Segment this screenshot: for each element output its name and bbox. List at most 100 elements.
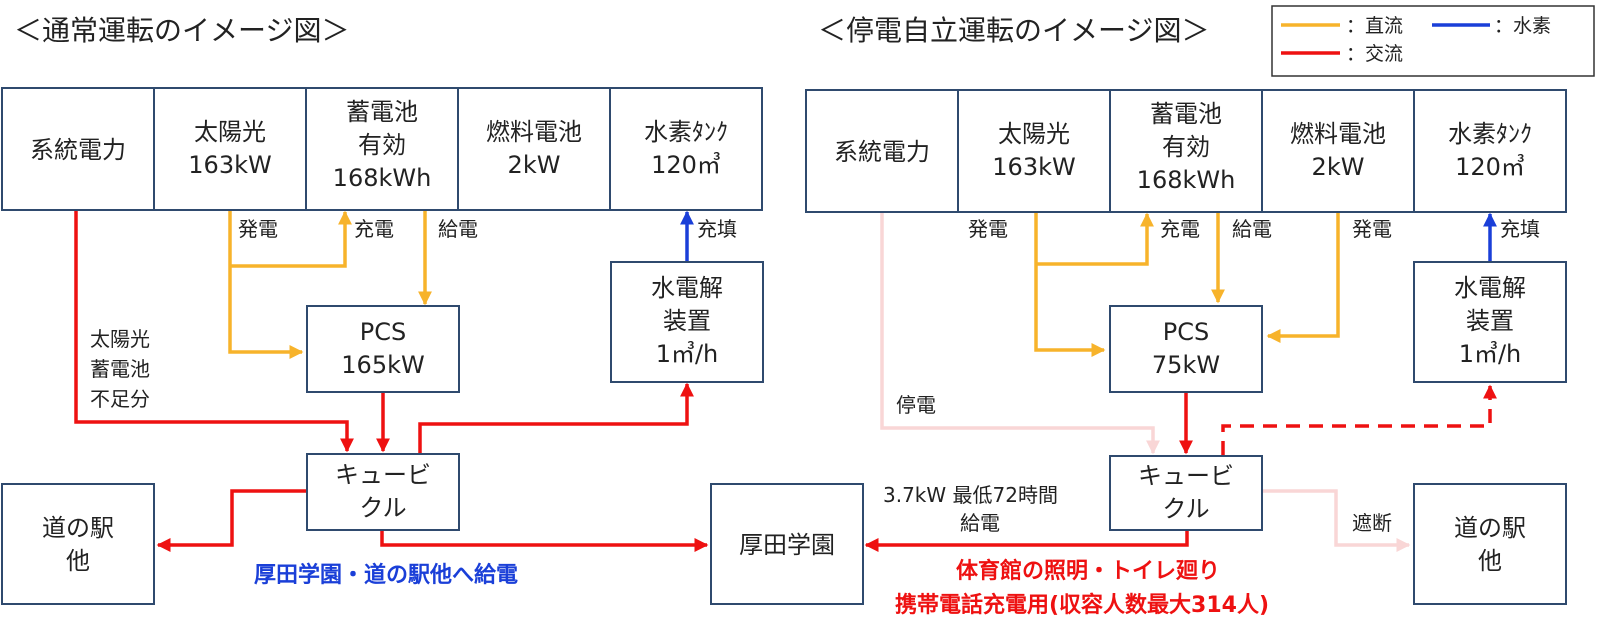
right-supply-label: 給電 <box>1232 217 1272 241</box>
left-solar-name: 太陽光 <box>194 118 266 146</box>
left-h2-tank-box <box>609 87 763 211</box>
left-station-label-1: 道の駅 <box>42 514 114 542</box>
right-station-box <box>1413 483 1567 605</box>
right-fuel-cell-capacity: 2kW <box>1312 153 1365 181</box>
right-battery-capacity: 168kWh <box>1137 166 1236 194</box>
left-battery-capacity: 168kWh <box>333 164 432 192</box>
right-cutoff-label: 遮断 <box>1352 511 1392 535</box>
right-station-cutoff-arrow <box>1263 489 1411 552</box>
left-solar-capacity: 163kW <box>188 151 271 179</box>
left-shortfall-label-2: 蓄電池 <box>90 357 150 381</box>
left-h2-tank-name: 水素ﾀﾝｸ <box>644 118 728 146</box>
legend-hydrogen-label: ：水素 <box>1494 15 1551 37</box>
right-fuel-cell-box <box>1261 89 1415 213</box>
left-charge-label: 充電 <box>354 217 394 241</box>
right-electrolyzer-name-2: 装置 <box>1466 307 1514 335</box>
right-electrolyzer-box <box>1413 261 1567 383</box>
right-station-label-1: 道の駅 <box>1454 514 1526 542</box>
left-station-label-2: 他 <box>66 547 90 575</box>
school-label: 厚田学園 <box>739 531 835 559</box>
left-electrolyzer-capacity: 1㎥/h <box>656 340 719 368</box>
right-generation-label: 発電 <box>968 217 1008 241</box>
left-h2-tank-capacity: 120㎥ <box>651 151 721 179</box>
right-electrolyzer-name-1: 水電解 <box>1454 274 1526 302</box>
right-station-label-2: 他 <box>1478 547 1502 575</box>
legend-frame <box>1271 5 1595 77</box>
right-cubicle-box <box>1109 455 1263 531</box>
right-caption-line-2: 携帯電話充電用(収容人数最大314人) <box>895 592 1269 618</box>
left-shortfall-label-1: 太陽光 <box>90 327 150 351</box>
left-solar-charge-arrow <box>230 210 352 268</box>
right-source-row: 系統電力 太陽光 163kW 蓄電池 有効 168kWh 燃料電池 2kW 水素… <box>805 89 1567 213</box>
left-cubicle-to-station-arrow <box>156 489 308 552</box>
left-cubicle-to-school-arrow <box>380 530 709 552</box>
right-h2-tank-name: 水素ﾀﾝｸ <box>1448 120 1532 148</box>
left-electrolyzer-name-1: 水電解 <box>651 274 723 302</box>
left-generation-label: 発電 <box>238 217 278 241</box>
normal-operation-heading: ＜通常運転のイメージ図＞ <box>14 14 349 47</box>
left-electrolyzer-name-2: 装置 <box>663 307 711 335</box>
left-flows <box>74 210 709 552</box>
right-cubicle-to-electrolyzer-arrow <box>1221 384 1497 455</box>
left-fuel-cell-box <box>457 87 611 211</box>
right-solar-box <box>957 89 1111 213</box>
right-pcs-capacity: 75kW <box>1152 351 1220 379</box>
left-supply-label: 給電 <box>438 217 478 241</box>
right-pcs-box <box>1109 305 1263 393</box>
left-cubicle-label-1: キュービ <box>335 461 431 489</box>
left-grid-box <box>1 87 155 211</box>
left-fuel-cell-capacity: 2kW <box>508 151 561 179</box>
right-h2-tank-box <box>1413 89 1567 213</box>
left-grid-to-cubicle-arrow <box>74 210 354 453</box>
left-fuel-cell-name: 燃料電池 <box>486 118 582 146</box>
left-station-box <box>1 483 155 605</box>
right-solar-to-pcs-arrow <box>1034 212 1106 357</box>
right-pcs-name: PCS <box>1163 318 1209 346</box>
left-battery-effective: 有効 <box>358 131 406 159</box>
left-shortfall-label-3: 不足分 <box>90 387 150 411</box>
left-pcs-box <box>306 305 460 393</box>
left-battery-box <box>305 87 459 211</box>
left-electrolyzer-box <box>610 261 764 383</box>
right-cubicle-to-school-arrow <box>864 530 1189 552</box>
left-cubicle-label-2: クル <box>359 494 406 522</box>
right-flows <box>864 212 1497 552</box>
left-solar-to-pcs-arrow <box>228 210 304 359</box>
left-source-row: 系統電力 太陽光 163kW 蓄電池 有効 168kWh 燃料電池 2kW 水素… <box>1 87 763 211</box>
right-fill-label: 充填 <box>1500 217 1540 241</box>
right-fuel-cell-generation-label: 発電 <box>1352 217 1392 241</box>
right-supply-note-1: 3.7kW 最低72時間 <box>883 483 1058 507</box>
right-solar-capacity: 163kW <box>992 153 1075 181</box>
right-electrolyzer-capacity: 1㎥/h <box>1459 340 1522 368</box>
left-grid-label: 系統電力 <box>30 136 126 164</box>
right-solar-charge-arrow <box>1036 212 1154 266</box>
left-pcs-capacity: 165kW <box>341 351 424 379</box>
right-grid-label: 系統電力 <box>834 138 930 166</box>
left-pcs-name: PCS <box>360 318 406 346</box>
right-battery-name: 蓄電池 <box>1150 100 1222 128</box>
legend-ac-label: ：交流 <box>1346 43 1403 65</box>
outage-operation-heading: ＜停電自立運転のイメージ図＞ <box>818 14 1209 47</box>
right-charge-label: 充電 <box>1160 217 1200 241</box>
right-solar-name: 太陽光 <box>998 120 1070 148</box>
left-cubicle-to-electrolyzer-arrow <box>418 382 694 456</box>
left-cubicle-box <box>306 453 460 531</box>
right-fuel-cell-to-pcs-arrow <box>1266 212 1340 343</box>
right-grid-box <box>805 89 959 213</box>
right-supply-note-2: 給電 <box>960 511 1000 535</box>
legend-dc-label: ：直流 <box>1346 15 1403 37</box>
legend: ：直流 ：水素 ：交流 <box>1271 5 1595 77</box>
right-battery-box <box>1109 89 1263 213</box>
left-battery-name: 蓄電池 <box>346 98 418 126</box>
right-fuel-cell-name: 燃料電池 <box>1290 120 1386 148</box>
school-box <box>710 483 864 605</box>
right-grid-outage-arrow <box>880 212 1160 455</box>
left-caption: 厚田学園・道の駅他へ給電 <box>254 562 518 588</box>
left-fill-label: 充填 <box>697 217 737 241</box>
right-cubicle-label-2: クル <box>1162 495 1209 523</box>
right-h2-tank-capacity: 120㎥ <box>1455 153 1525 181</box>
right-cubicle-label-1: キュービ <box>1138 462 1234 490</box>
left-solar-box <box>153 87 307 211</box>
right-outage-label: 停電 <box>896 393 936 417</box>
